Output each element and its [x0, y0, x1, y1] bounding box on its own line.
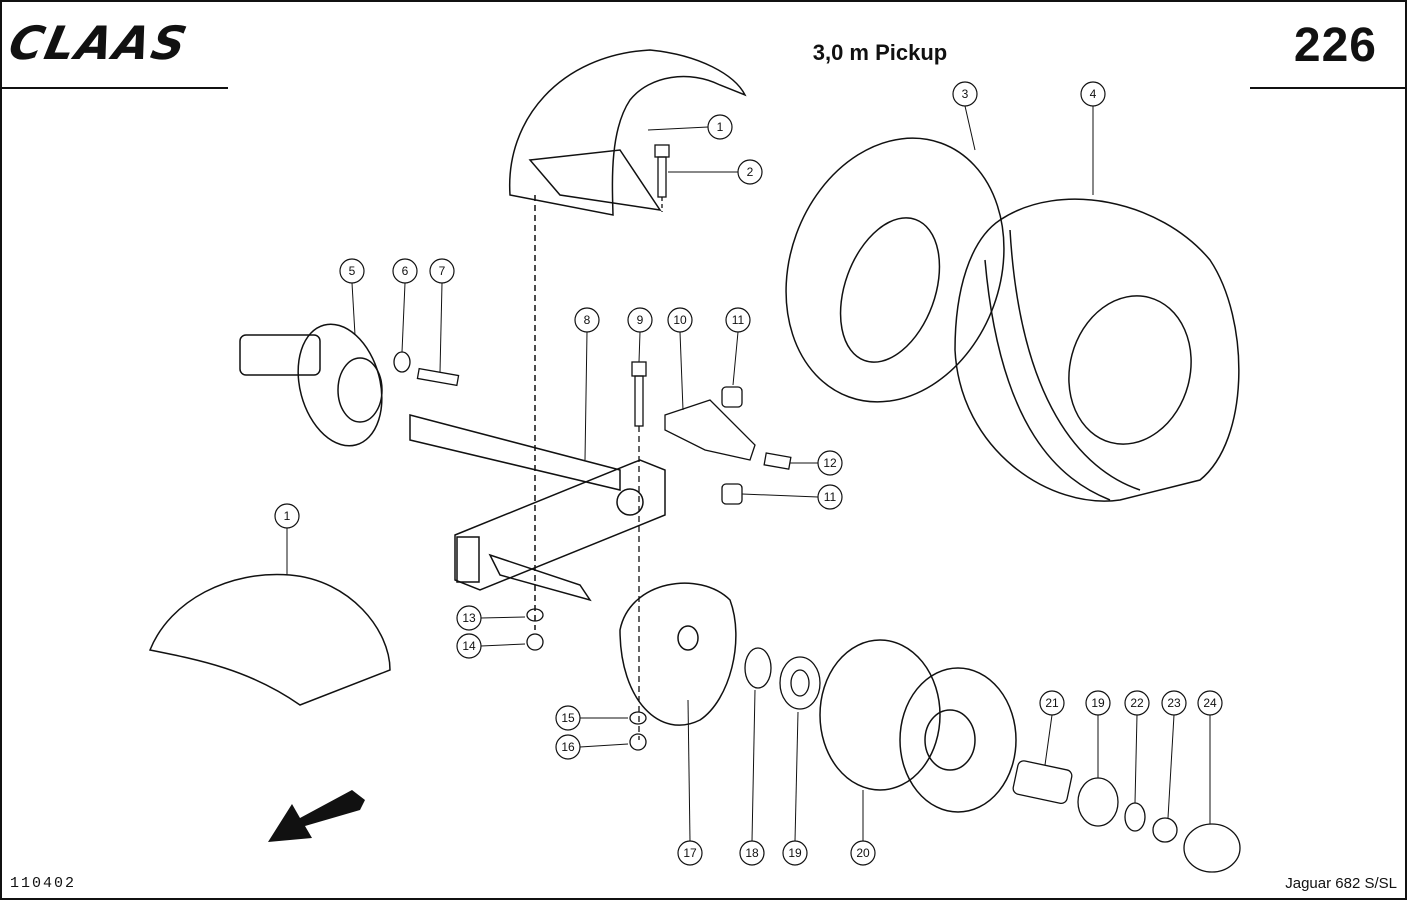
svg-text:6: 6 [402, 264, 409, 278]
svg-text:20: 20 [856, 846, 870, 860]
callout-6: 6 [392, 258, 418, 284]
callout-18: 18 [739, 840, 765, 866]
callout-14: 14 [456, 633, 482, 659]
upper-fender [509, 49, 747, 630]
callout-19: 19 [782, 840, 808, 866]
svg-text:8: 8 [584, 313, 591, 327]
callout-4: 4 [1080, 81, 1106, 107]
callout-15: 15 [555, 705, 581, 731]
callout-1: 1 [707, 114, 733, 140]
svg-text:1: 1 [717, 120, 724, 134]
hub-parts [1012, 760, 1241, 873]
page-number: 226 [1293, 19, 1377, 72]
svg-text:21: 21 [1045, 696, 1059, 710]
lower-fender [148, 573, 391, 706]
svg-text:16: 16 [561, 740, 575, 754]
callout-11: 11 [725, 307, 751, 333]
callout-16: 16 [555, 734, 581, 760]
drawing-number: 110402 [10, 875, 77, 892]
svg-text:15: 15 [561, 711, 575, 725]
callout-13: 13 [456, 605, 482, 631]
washers-and-nuts [526, 608, 647, 751]
svg-text:1: 1 [284, 509, 291, 523]
svg-text:19: 19 [1091, 696, 1105, 710]
svg-text:22: 22 [1130, 696, 1144, 710]
callout-22: 22 [1124, 690, 1150, 716]
bolt [654, 144, 670, 212]
svg-text:14: 14 [462, 639, 476, 653]
callout-5: 5 [339, 258, 365, 284]
svg-text:11: 11 [824, 490, 837, 504]
callout-9: 9 [627, 307, 653, 333]
callout-12: 12 [817, 450, 843, 476]
callout-10: 10 [667, 307, 693, 333]
washer-and-bolt [393, 351, 460, 387]
svg-text:24: 24 [1203, 696, 1217, 710]
svg-text:4: 4 [1090, 87, 1097, 101]
svg-text:13: 13 [462, 611, 476, 625]
tyre [954, 198, 1240, 502]
svg-text:9: 9 [637, 313, 644, 327]
svg-text:23: 23 [1167, 696, 1181, 710]
clamp [664, 399, 756, 461]
direction-arrow-icon [268, 790, 365, 842]
svg-text:10: 10 [673, 313, 687, 327]
page-title: 3,0 m Pickup [812, 40, 948, 65]
callout-19b: 19 [1085, 690, 1111, 716]
pulley-drum [619, 582, 737, 726]
callout-7: 7 [429, 258, 455, 284]
machine-model: Jaguar 682 S/SL [1285, 875, 1397, 892]
hub-flange [239, 323, 383, 447]
axle [409, 414, 666, 602]
svg-text:2: 2 [747, 165, 754, 179]
bushing [721, 386, 792, 505]
callout-3: 3 [952, 81, 978, 107]
callout-8: 8 [574, 307, 600, 333]
callout-21: 21 [1039, 690, 1065, 716]
svg-text:18: 18 [745, 846, 759, 860]
svg-text:7: 7 [439, 264, 446, 278]
callout-23: 23 [1161, 690, 1187, 716]
wheel-rim [819, 639, 1017, 813]
inner-tube [785, 137, 1005, 403]
leader-lines [286, 105, 1211, 842]
callout-20: 20 [850, 840, 876, 866]
svg-text:17: 17 [683, 846, 697, 860]
callout-11b: 11 [817, 484, 843, 510]
callout-2: 2 [737, 159, 763, 185]
svg-text:3: 3 [962, 87, 969, 101]
callout-17: 17 [677, 840, 703, 866]
svg-text:5: 5 [349, 264, 356, 278]
svg-text:11: 11 [732, 313, 745, 327]
svg-text:12: 12 [823, 456, 837, 470]
bolt [631, 361, 647, 740]
callouts: 1 2 3 4 5 6 7 8 9 10 11 12 11 1 13 14 15… [274, 81, 1223, 866]
callout-24: 24 [1197, 690, 1223, 716]
callout-1b: 1 [274, 503, 300, 529]
bearing [744, 647, 821, 710]
svg-text:19: 19 [788, 846, 802, 860]
